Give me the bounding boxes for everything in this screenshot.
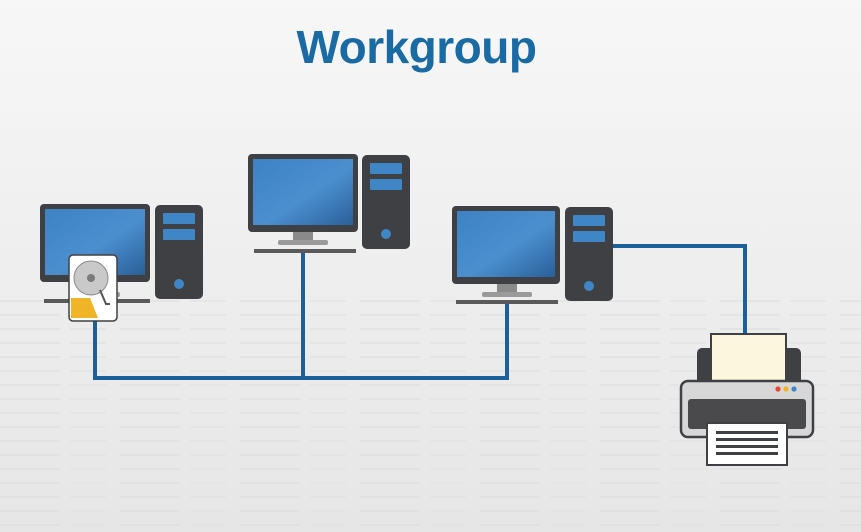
- screen-right: [457, 211, 555, 277]
- computer-right: [452, 206, 613, 304]
- screen-center: [253, 159, 353, 225]
- hard-drive-icon: [68, 254, 118, 322]
- diagram-title: Workgroup: [296, 21, 537, 73]
- tower-center: [362, 155, 410, 249]
- computer-left: [40, 204, 203, 303]
- tower-right: [565, 207, 613, 301]
- cable-printer: [612, 244, 747, 334]
- printer-icon: [679, 333, 815, 466]
- network-cables: [93, 244, 747, 380]
- computer-center: [248, 154, 410, 253]
- tower-left: [155, 205, 203, 299]
